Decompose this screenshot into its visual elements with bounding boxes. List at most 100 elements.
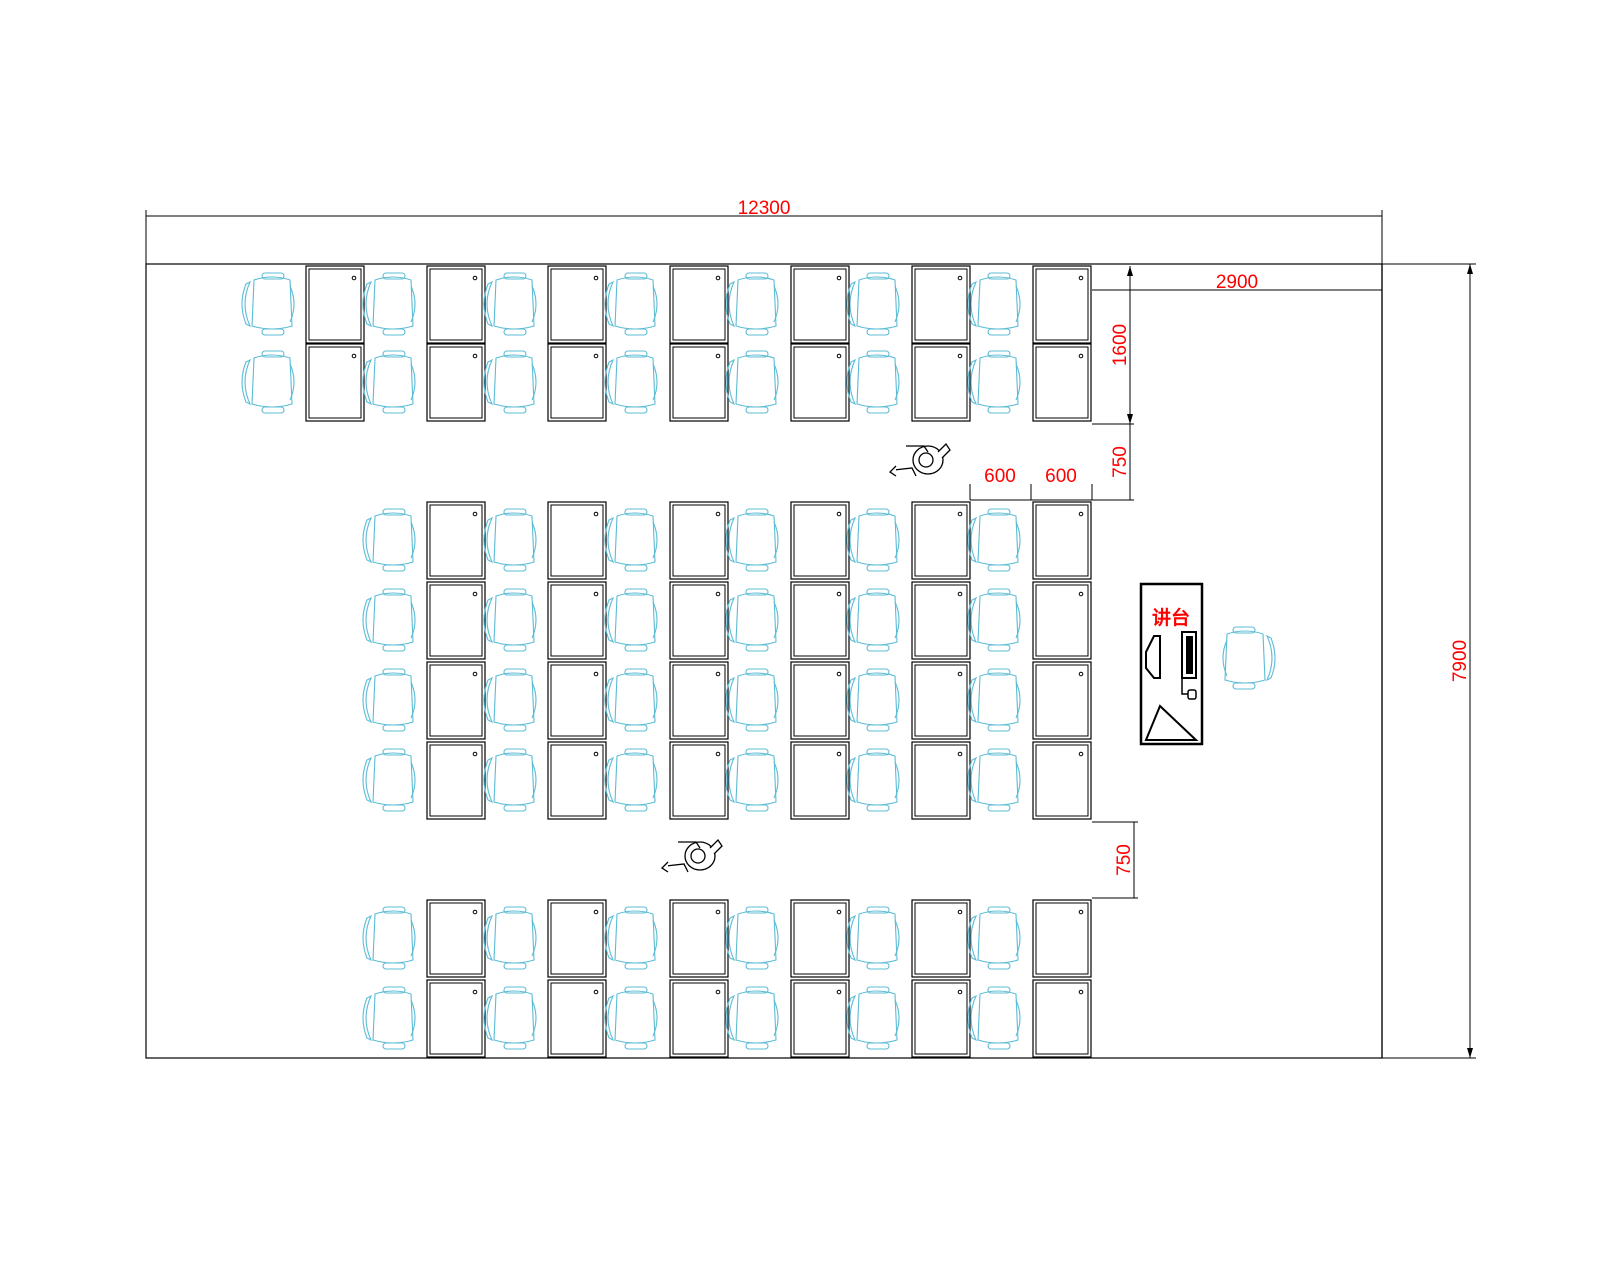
chair-g1-r2-7 [967, 350, 1021, 414]
chair-g2-r3-3 [604, 668, 658, 732]
desk-g1-r2-4 [669, 343, 729, 422]
chair-g1-r1-4 [604, 272, 658, 336]
dim-desk-width-a: 600 [984, 466, 1016, 487]
chair-g2-r4-3 [604, 748, 658, 812]
desk-g2-r2-5 [911, 581, 971, 660]
chair-g3-r2-4 [725, 986, 779, 1050]
chair-g2-r2-3 [604, 588, 658, 652]
desk-g1-r2-5 [790, 343, 850, 422]
desk-g2-r2-3 [669, 581, 729, 660]
desk-g3-r1-2 [547, 899, 607, 978]
desk-g2-r4-6 [1032, 741, 1092, 820]
chair-groups [241, 272, 1021, 1050]
dimension-labels: 12300 2900 7900 1600 750 750 600 600 [738, 198, 1471, 876]
chair-g2-r2-2 [483, 588, 537, 652]
desk-g2-r1-1 [426, 501, 486, 580]
desk-g2-r1-3 [669, 501, 729, 580]
podium: 讲台 [1139, 582, 1204, 746]
chair-g2-r4-1 [362, 748, 416, 812]
desk-g3-r2-2 [547, 979, 607, 1058]
dim-desk-depth: 1600 [1110, 324, 1131, 366]
desk-g1-r2-6 [911, 343, 971, 422]
desk-g1-r2-7 [1032, 343, 1092, 422]
chair-g2-r4-2 [483, 748, 537, 812]
desk-g2-r4-5 [911, 741, 971, 820]
dimension-lines [145, 210, 1476, 1059]
chair-g1-r2-4 [604, 350, 658, 414]
chair-g3-r1-1 [362, 906, 416, 970]
chair-g3-r1-3 [604, 906, 658, 970]
chair-g1-r1-2 [362, 272, 416, 336]
desk-g2-r3-6 [1032, 661, 1092, 740]
chair-g1-r1-3 [483, 272, 537, 336]
chair-g2-r2-6 [967, 588, 1021, 652]
desk-g2-r2-4 [790, 581, 850, 660]
desk-g1-r2-2 [426, 343, 486, 422]
desk-g1-r1-7 [1032, 265, 1092, 344]
desk-g1-r2-1 [305, 343, 365, 422]
desk-g3-r1-1 [426, 899, 486, 978]
podium-label: 讲台 [1152, 606, 1190, 629]
person-1 [888, 442, 951, 477]
desk-g3-r1-5 [911, 899, 971, 978]
chair-g2-r4-5 [846, 748, 900, 812]
speaker-icon [1145, 635, 1161, 679]
desk-g3-r1-6 [1032, 899, 1092, 978]
chair-g2-r3-1 [362, 668, 416, 732]
chair-g3-r1-2 [483, 906, 537, 970]
chair-g1-r2-3 [483, 350, 537, 414]
room-outline [145, 263, 1383, 1059]
desk-g1-r1-4 [669, 265, 729, 344]
desk-g2-r3-2 [547, 661, 607, 740]
desk-g3-r1-3 [669, 899, 729, 978]
lamp-icon [1144, 704, 1199, 741]
chair-g2-r4-4 [725, 748, 779, 812]
dim-total-width: 12300 [738, 198, 791, 219]
chair-g2-r2-4 [725, 588, 779, 652]
desk-g2-r4-2 [547, 741, 607, 820]
chair-g3-r2-6 [967, 986, 1021, 1050]
chair-g2-r1-2 [483, 508, 537, 572]
chair-g3-r1-4 [725, 906, 779, 970]
chair-g3-r2-2 [483, 986, 537, 1050]
desk-g1-r1-2 [426, 265, 486, 344]
dim-aisle-2: 750 [1114, 844, 1135, 876]
chair-g3-r2-5 [846, 986, 900, 1050]
desk-g2-r4-1 [426, 741, 486, 820]
teacher-chair-shape [1222, 626, 1276, 690]
chair-g1-r2-2 [362, 350, 416, 414]
chair-g1-r1-1 [241, 272, 295, 336]
desk-g1-r1-3 [547, 265, 607, 344]
monitor-icon [1181, 631, 1197, 679]
desk-g2-r4-3 [669, 741, 729, 820]
desk-g3-r2-4 [790, 979, 850, 1058]
chair-g1-r2-5 [725, 350, 779, 414]
chair-g3-r2-3 [604, 986, 658, 1050]
desk-g3-r2-6 [1032, 979, 1092, 1058]
chair-g1-r1-5 [725, 272, 779, 336]
chair-g2-r3-6 [967, 668, 1021, 732]
chair-g1-r2-1 [241, 350, 295, 414]
chair-g2-r1-5 [846, 508, 900, 572]
chair-g1-r1-6 [846, 272, 900, 336]
desk-groups [305, 265, 1092, 1058]
chair-g2-r1-6 [967, 508, 1021, 572]
desk-g2-r3-5 [911, 661, 971, 740]
desk-g1-r2-3 [547, 343, 607, 422]
teacher-chair-body [1222, 626, 1276, 690]
dim-podium-zone: 2900 [1216, 272, 1258, 293]
dim-total-depth: 7900 [1450, 640, 1471, 682]
dim-desk-width-b: 600 [1045, 466, 1077, 487]
desk-g2-r2-6 [1032, 581, 1092, 660]
desk-g2-r3-3 [669, 661, 729, 740]
desk-g2-r3-1 [426, 661, 486, 740]
chair-g2-r3-4 [725, 668, 779, 732]
teacher-chair [1222, 626, 1276, 690]
mouse-icon [1181, 678, 1197, 700]
chair-g2-r1-4 [725, 508, 779, 572]
desk-g2-r1-2 [547, 501, 607, 580]
desk-g1-r1-1 [305, 265, 365, 344]
desk-g2-r4-4 [790, 741, 850, 820]
chair-g2-r4-6 [967, 748, 1021, 812]
